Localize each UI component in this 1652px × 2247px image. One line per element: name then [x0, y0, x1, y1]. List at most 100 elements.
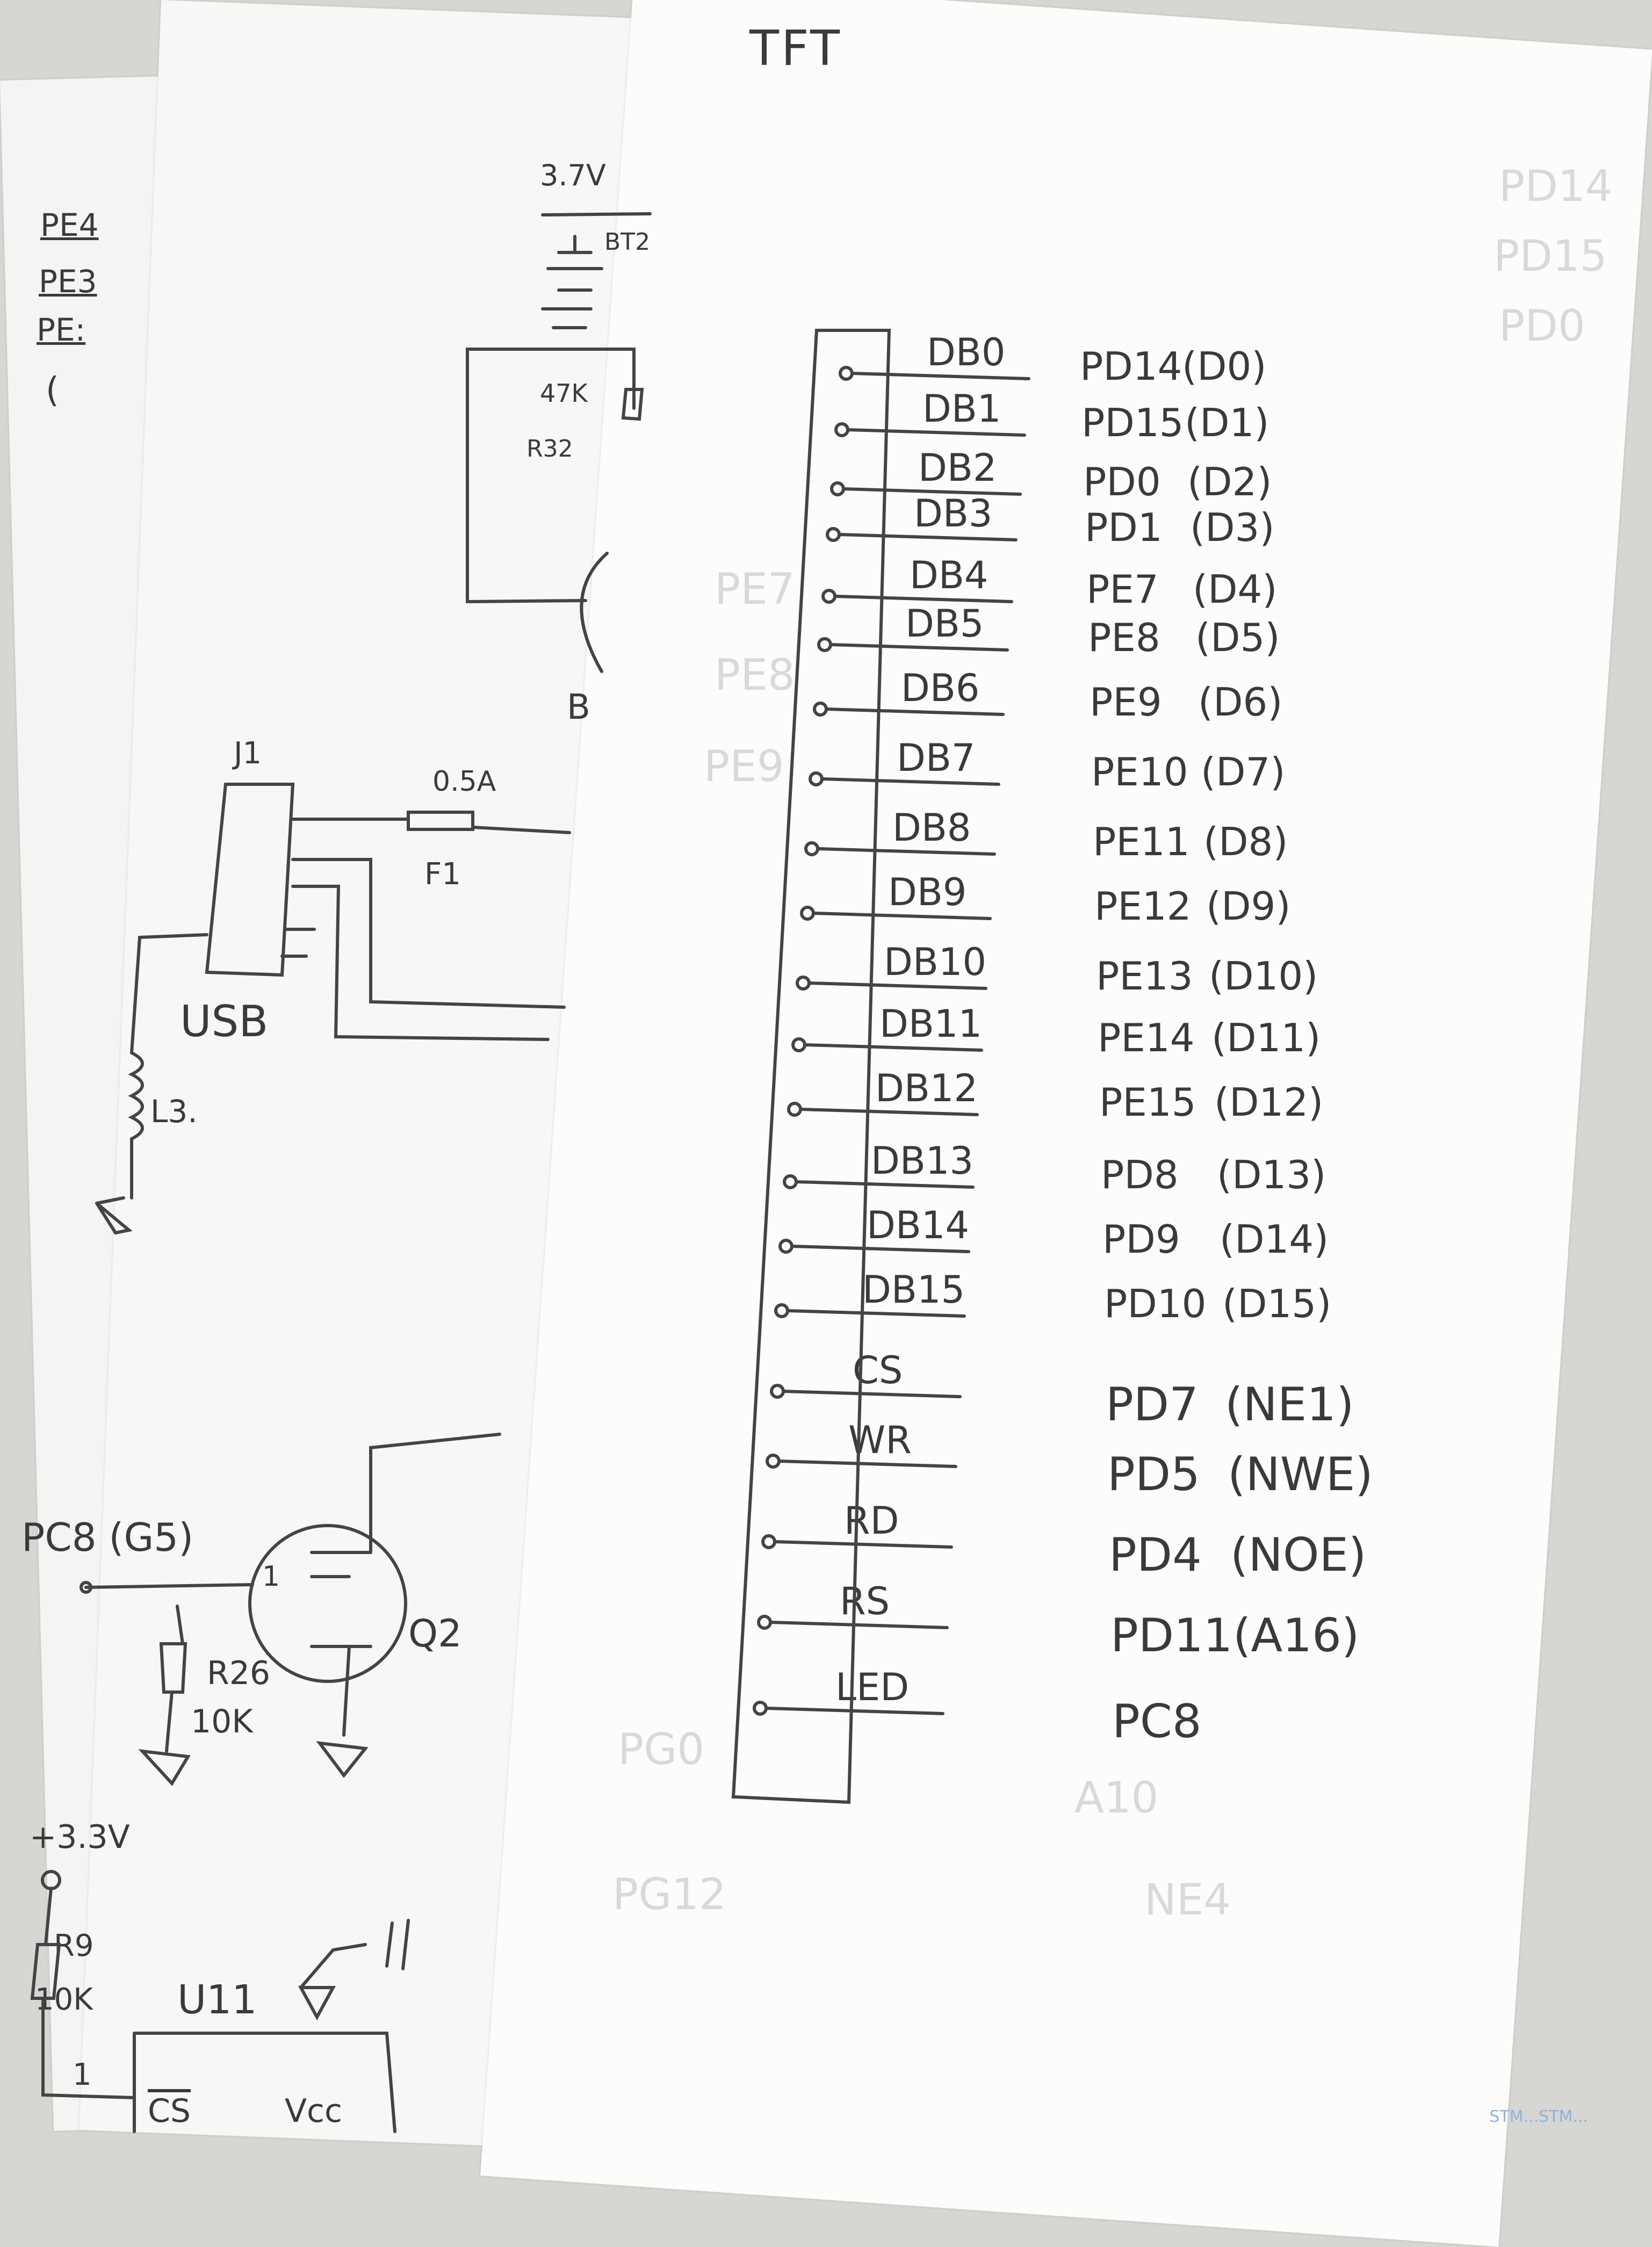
- tft-pin-function: (D2): [1187, 459, 1272, 504]
- r26-ref: R26: [207, 1654, 271, 1692]
- tft-pin-port: PD5: [1107, 1448, 1200, 1501]
- tft-pin-label: DB13: [871, 1139, 973, 1183]
- tft-pin-function: (D0): [1182, 344, 1267, 389]
- tft-pin-function: (NOE): [1230, 1528, 1367, 1582]
- mosfet-leads: [84, 1433, 501, 1737]
- u11-vcc-pin: Vcc: [285, 2092, 343, 2130]
- pe3-label: PE3: [39, 263, 97, 300]
- j1-label: J1: [234, 736, 262, 771]
- r32-ref: R32: [526, 435, 573, 463]
- ghost-text: PG0: [618, 1724, 705, 1774]
- supply-voltage: +3.3V: [30, 1818, 130, 1856]
- tft-pin-dot: [753, 1701, 768, 1716]
- tft-pin-label: DB15: [862, 1268, 965, 1312]
- tft-pin-dot: [800, 906, 815, 921]
- tft-pin-port: PD1: [1085, 505, 1163, 550]
- tft-pin-dot: [796, 976, 811, 991]
- l3-wire: [130, 933, 208, 1054]
- l3-ground: [95, 1196, 133, 1235]
- tft-pin-port: PD14: [1080, 344, 1182, 389]
- tft-pin-dot: [787, 1102, 802, 1117]
- tft-pin-label: RS: [840, 1579, 890, 1623]
- pe4-label: PE4: [40, 207, 99, 243]
- tft-pin-label: DB3: [914, 492, 993, 536]
- mosfet-input-label: PC8 (G5): [21, 1515, 194, 1560]
- tft-pin-label: DB6: [901, 666, 980, 710]
- tft-pin-port: PE9: [1090, 680, 1162, 725]
- tft-pin-dot: [826, 527, 841, 542]
- tft-pin-dot: [761, 1534, 776, 1549]
- tft-pin-label: RD: [844, 1499, 899, 1543]
- fuse-f1: [407, 811, 474, 831]
- tft-pin-function: (D10): [1209, 953, 1318, 999]
- tft-pin-function: (D9): [1206, 884, 1291, 929]
- tft-pin-port: PD8: [1101, 1152, 1179, 1197]
- tft-pin-line: [769, 1621, 949, 1629]
- ghost-text: A10: [1074, 1773, 1159, 1823]
- tft-pin-port: PE13: [1096, 953, 1193, 999]
- partial-component-arc: [580, 552, 609, 673]
- tft-pin-dot: [821, 589, 836, 604]
- tft-pin-function: (D5): [1195, 615, 1280, 660]
- r32-loop: [466, 348, 644, 604]
- ghost-text: PD14: [1499, 161, 1613, 211]
- tft-pin-label: DB8: [892, 806, 971, 850]
- tft-pin-function: (D14): [1220, 1217, 1329, 1262]
- tft-pin-line: [795, 1180, 975, 1189]
- tft-pin-function: (D12): [1214, 1080, 1324, 1125]
- tft-pin-function: (D1): [1185, 400, 1269, 445]
- tft-pin-function: (D15): [1222, 1281, 1332, 1326]
- tft-pin-port: PD7: [1106, 1378, 1199, 1432]
- usb-wires: [280, 818, 571, 1041]
- q2-ground: [316, 1741, 369, 1778]
- l3-coil: [128, 1051, 144, 1200]
- tft-pin-line: [820, 777, 1000, 786]
- u11-cs-pin: CS: [148, 2092, 191, 2130]
- tft-pin-function: (D3): [1190, 505, 1275, 550]
- tft-pin-line: [812, 912, 992, 920]
- tft-pin-label: LED: [835, 1665, 910, 1709]
- tft-pin-function: (D4): [1193, 567, 1278, 612]
- tft-pin-line: [777, 1460, 957, 1468]
- tft-pin-dot: [766, 1454, 781, 1469]
- tft-pin-port: PD15: [1081, 400, 1184, 445]
- battery-ref: BT2: [604, 228, 651, 256]
- tft-pin-dot: [770, 1384, 785, 1399]
- tft-pin-line: [803, 1043, 983, 1052]
- tft-pin-dot: [804, 841, 819, 856]
- tft-pin-label: DB11: [879, 1002, 982, 1046]
- ghost-text: PD15: [1494, 231, 1607, 281]
- mosfet-gate-dot: [80, 1581, 92, 1594]
- usb-connector-body: [205, 783, 295, 977]
- mosfet-pin-label: 1: [262, 1560, 280, 1593]
- tft-pin-port: PE11: [1093, 819, 1190, 864]
- tft-pin-dot: [834, 422, 849, 437]
- tft-pin-dot: [830, 481, 845, 496]
- mosfet-body: [248, 1524, 407, 1683]
- tft-pin-function: (NE1): [1225, 1378, 1354, 1432]
- u11-label: U11: [177, 1977, 257, 2023]
- ghost-text: PE9: [704, 741, 784, 791]
- u11-pin1-label: 1: [73, 2057, 92, 2092]
- tft-pin-label: DB2: [918, 446, 997, 490]
- tft-pin-line: [799, 1108, 979, 1116]
- tft-pin-port: PE14: [1098, 1015, 1195, 1060]
- pe-partial-label: PE:: [37, 312, 86, 348]
- tft-pin-port: PE10: [1091, 749, 1188, 794]
- schematic-linework: [30, 212, 1030, 2133]
- tft-pin-function: (D13): [1217, 1152, 1326, 1197]
- tft-pin-function: (D7): [1201, 749, 1286, 794]
- ghost-text: PE8: [715, 650, 795, 700]
- tft-pin-port: PD0: [1083, 459, 1161, 504]
- tft-pin-dot: [839, 366, 854, 381]
- battery-symbol: [541, 212, 652, 329]
- u11-body: [133, 2032, 396, 2133]
- tft-pin-dot: [791, 1037, 806, 1052]
- tft-pin-line: [790, 1245, 970, 1253]
- tft-pin-line: [850, 372, 1030, 380]
- watermark: STM...STM...: [1489, 2107, 1588, 2126]
- r26-ground: [138, 1749, 191, 1786]
- tft-pin-port: PE7: [1086, 567, 1159, 612]
- tft-pin-line: [782, 1390, 962, 1398]
- ghost-text: PG12: [612, 1869, 727, 1919]
